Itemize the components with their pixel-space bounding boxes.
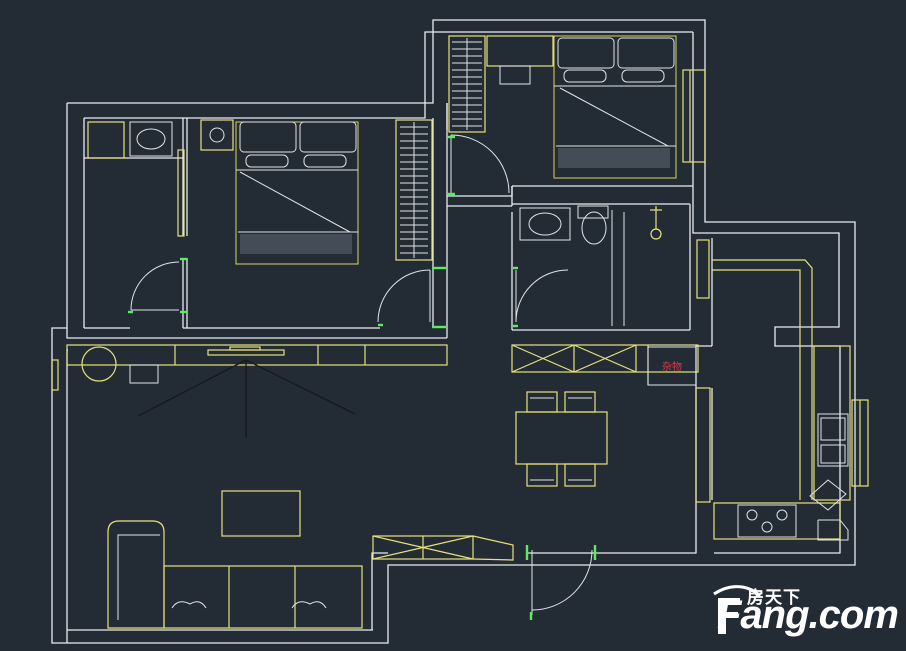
wardrobe-hangers-2 [452, 38, 482, 130]
watermark-en: Fang.com [717, 593, 899, 637]
watermark-cn: 房天下 [747, 588, 801, 608]
dining-furniture [511, 344, 699, 487]
bathroom-1-fixtures [87, 121, 173, 159]
outer-walls [51, 19, 856, 644]
windows [51, 69, 869, 503]
doors [128, 134, 625, 620]
kitchen-fixtures [712, 259, 851, 541]
storage-label: 杂物 [662, 360, 682, 373]
living-furniture [66, 344, 514, 629]
bathroom-2-fixtures [519, 205, 662, 245]
wardrobe-hangers-1 [400, 122, 428, 258]
fang-logo [713, 585, 762, 634]
bedroom-1-furniture [200, 119, 433, 265]
bedroom-2-furniture [448, 35, 677, 179]
